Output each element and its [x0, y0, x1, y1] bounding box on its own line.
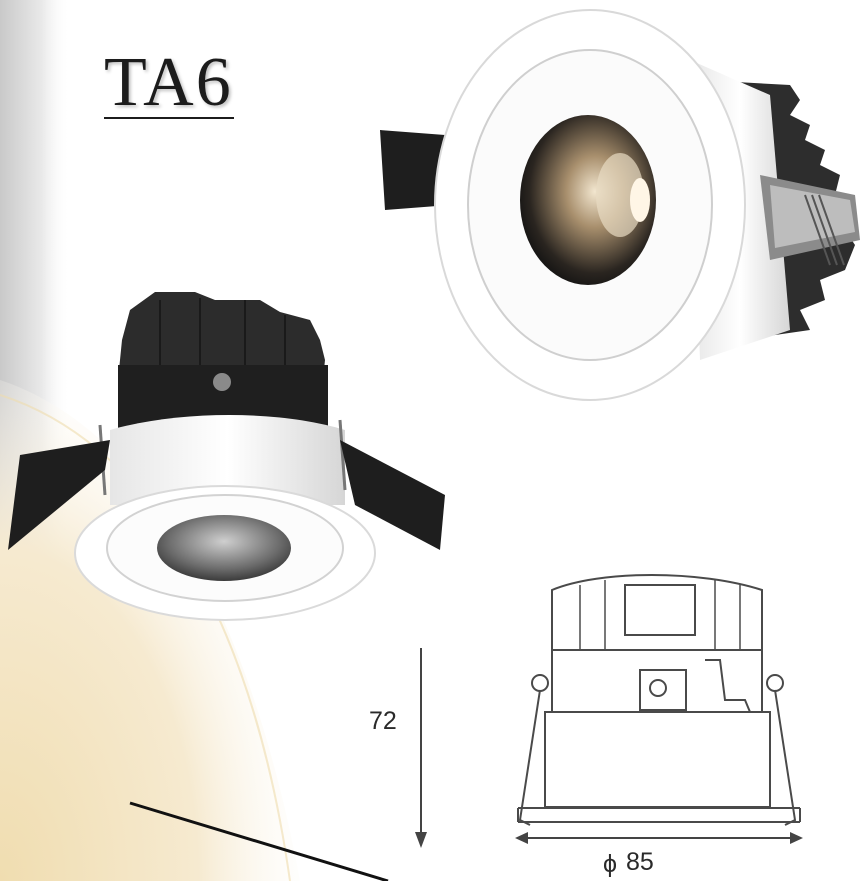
- product-model-title: TA6: [104, 44, 233, 121]
- diameter-symbol: ϕ: [603, 850, 618, 878]
- technical-drawing: [517, 574, 801, 826]
- downlight-front-view: [380, 9, 860, 401]
- height-dimension-label: 72: [369, 707, 397, 735]
- dimension-lines: [415, 648, 803, 848]
- diameter-dimension-label: 85: [626, 848, 654, 876]
- downlight-angle-view: [8, 292, 445, 621]
- title-underline: [104, 117, 234, 119]
- light-beam: [0, 380, 300, 881]
- diagonal-line: [129, 801, 389, 881]
